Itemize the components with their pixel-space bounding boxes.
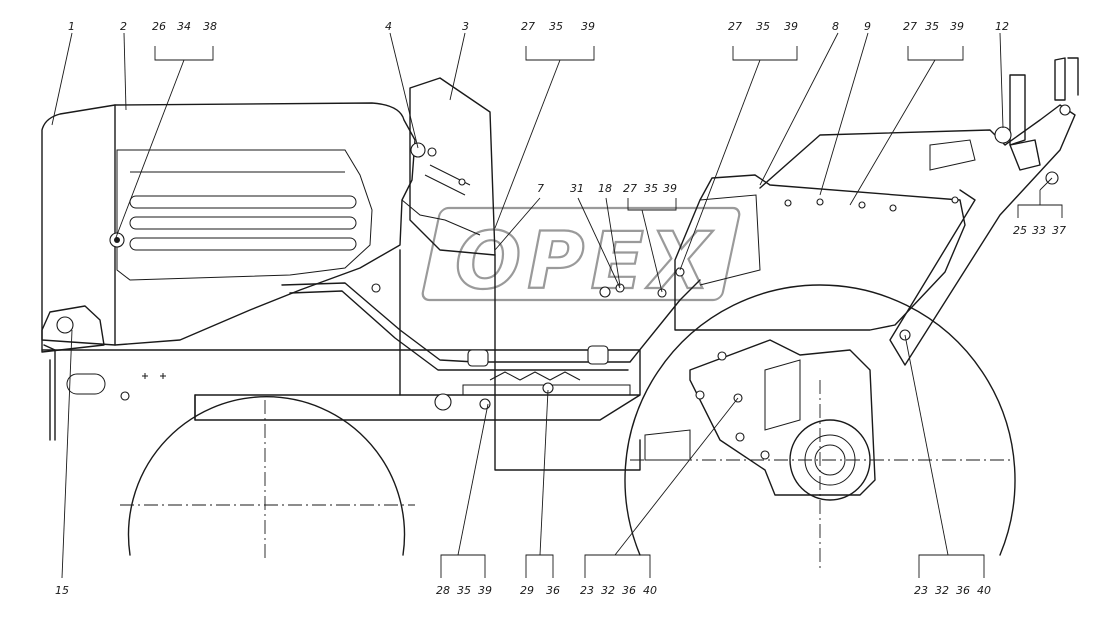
group-10-item-b: 32 — [935, 584, 949, 597]
leader-lines — [51, 32, 1053, 579]
group-2-item-a: 27 — [521, 20, 535, 33]
group-9-item-c: 36 — [622, 584, 636, 597]
group-9-item-d: 40 — [643, 584, 657, 597]
callout-9: 9 — [864, 20, 871, 33]
group-1-item-a: 26 — [152, 20, 166, 33]
group-3-item-a: 27 — [728, 20, 742, 33]
group-9-item-b: 32 — [601, 584, 615, 597]
watermark-text: OPEX — [455, 217, 716, 307]
callout-group-2: 27 35 39 — [521, 20, 595, 61]
group-3-item-c: 39 — [784, 20, 798, 33]
dash-panel — [401, 77, 496, 256]
final-drive — [644, 339, 876, 501]
group-6-item-b: 33 — [1032, 224, 1046, 237]
callout-group-5: 27 35 39 — [623, 182, 677, 211]
callout-group-7: 28 35 39 — [436, 554, 492, 597]
group-2-item-b: 35 — [549, 20, 563, 33]
callout-group-6: 25 33 37 — [1013, 190, 1066, 237]
callout-18: 18 — [598, 182, 612, 195]
group-1-item-b: 34 — [177, 20, 191, 33]
group-8-item-b: 36 — [546, 584, 560, 597]
group-2-item-c: 39 — [581, 20, 595, 33]
group-10-item-a: 23 — [914, 584, 928, 597]
callout-15: 15 — [55, 584, 69, 597]
callout-2: 2 — [120, 20, 127, 33]
group-7-item-b: 35 — [457, 584, 471, 597]
group-5-item-c: 39 — [663, 182, 677, 195]
opex-watermark: OPEX — [421, 206, 741, 308]
callout-group-3: 27 35 39 — [728, 20, 798, 61]
callout-group-4: 27 35 39 — [903, 20, 964, 61]
group-4-item-b: 35 — [925, 20, 939, 33]
group-4-item-c: 39 — [950, 20, 964, 33]
group-3-item-b: 35 — [756, 20, 770, 33]
callout-7: 7 — [537, 182, 544, 195]
group-1-item-c: 38 — [203, 20, 217, 33]
group-8-item-a: 29 — [520, 584, 534, 597]
group-7-item-a: 28 — [436, 584, 450, 597]
group-5-item-a: 27 — [623, 182, 637, 195]
callout-4: 4 — [385, 20, 392, 33]
engine-hood — [41, 102, 416, 353]
callout-group-8: 29 36 — [520, 554, 560, 597]
floor-plate — [281, 279, 701, 396]
callout-group-10: 23 32 36 40 — [914, 554, 991, 597]
group-6-item-a: 25 — [1013, 224, 1027, 237]
group-10-item-d: 40 — [977, 584, 991, 597]
callout-group-9: 23 32 36 40 — [580, 554, 657, 597]
callout-8: 8 — [832, 20, 839, 33]
group-6-item-c: 37 — [1052, 224, 1066, 237]
group-9-item-a: 23 — [580, 584, 594, 597]
callout-group-1: 26 34 38 — [152, 20, 217, 61]
callout-31: 31 — [570, 182, 584, 195]
callout-3: 3 — [462, 20, 469, 33]
front-wheel — [120, 396, 415, 560]
rear-frame — [759, 57, 1079, 366]
group-5-item-b: 35 — [644, 182, 658, 195]
group-10-item-c: 36 — [956, 584, 970, 597]
callout-12: 12 — [995, 20, 1009, 33]
callout-1: 1 — [68, 20, 75, 33]
group-7-item-c: 39 — [478, 584, 492, 597]
rear-wheel — [624, 284, 1016, 570]
group-4-item-a: 27 — [903, 20, 917, 33]
